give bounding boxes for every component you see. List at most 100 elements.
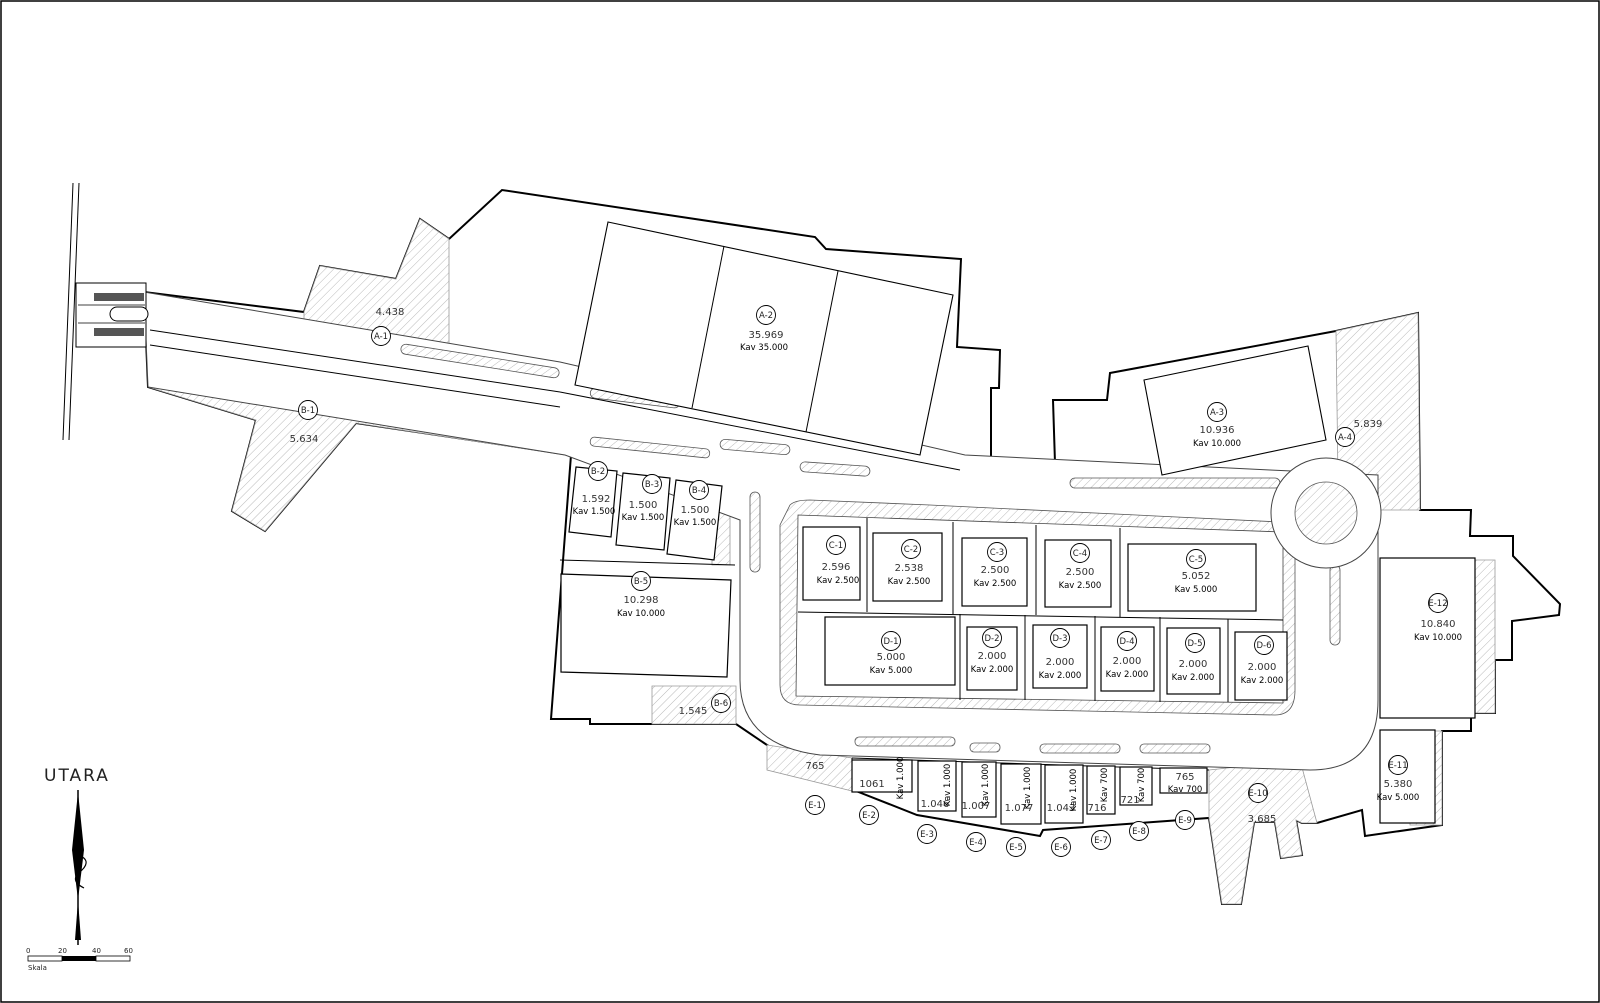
lot-id-circle [826,535,846,555]
entrance-gate [75,282,149,348]
lot-area: 765 [805,761,824,772]
access-road-lines [149,329,961,471]
lot-id: B-5 [634,577,648,587]
lot-id: D-4 [1119,637,1134,647]
lot-id-circle [711,693,731,713]
lot-id-circle [689,480,709,500]
lot-id: E-4 [969,838,983,848]
lot-id-circle [917,824,937,844]
lot-id: E-9 [1178,816,1192,826]
lot-id-circle [987,542,1007,562]
lot-id-circle [1117,631,1137,651]
lot-id: B-1 [301,406,315,416]
lot-kav: Kav 1.000 [981,764,991,807]
lot-area: 2.596 [822,562,851,573]
lot-kav: Kav 2.000 [1172,673,1215,683]
lot-id: C-1 [829,541,843,551]
lot-id-circle [642,474,662,494]
lot-area: 5.380 [1384,779,1413,790]
lot-id-circle [1175,810,1195,830]
lot-id-circle [1388,755,1408,775]
lot-id: A-3 [1210,408,1224,418]
lot-kav: Kav 2.500 [974,579,1017,589]
lot-area: 5.000 [877,652,906,663]
lot-id-circle [371,326,391,346]
lot-kav: Kav 700 [1168,785,1203,795]
hatched-area-e10 [1208,759,1318,905]
lot-kav: Kav 1.000 [896,757,906,800]
scale-tick-60: 60 [124,947,133,955]
lot-id-circle [859,805,879,825]
lot-a2-outline [574,221,954,456]
lot-id: E-7 [1094,836,1108,846]
scale-tick-0: 0 [26,947,30,955]
lot-id: B-3 [645,480,659,490]
lot-id: D-6 [1256,641,1271,651]
lot-id-circle [1129,821,1149,841]
lot-area: 1.545 [679,706,708,717]
lot-id: A-1 [374,332,388,342]
lot-area: 1.592 [582,494,611,505]
lot-area: 721 [1120,795,1139,806]
lot-id: E-10 [1248,789,1267,799]
lot-e1: E-1 765 [805,761,825,815]
lot-id-circle [881,631,901,651]
lot-id: E-3 [920,830,934,840]
lot-id-circle [1006,837,1026,857]
lot-id: B-4 [692,486,706,496]
lot-id: D-2 [984,634,999,644]
lot-id-circle [982,628,1002,648]
lot-b6: B-6 1.545 [679,693,731,717]
lot-id-circle [1091,830,1111,850]
lot-id: B-6 [714,699,728,709]
lot-id: E-8 [1132,827,1146,837]
lot-area: 2.000 [1046,657,1075,668]
lot-id-circle [1185,633,1205,653]
lot-a1: A-14.438 [371,307,404,346]
lot-a2-divider [691,245,725,409]
lot-area: 2.538 [895,563,924,574]
lot-id: D-3 [1052,634,1067,644]
lot-id-circle [298,400,318,420]
lot-area: 10.936 [1200,425,1235,436]
lot-a3-outline [1143,345,1327,476]
lot-id-circle [631,571,651,591]
lot-id: E-11 [1388,761,1407,771]
lot-area: 716 [1087,803,1106,814]
lot-area: 5.634 [290,434,319,445]
lot-id-circle [588,461,608,481]
lot-kav: Kav 1.500 [674,518,717,528]
lot-kav: Kav 2.500 [817,576,860,586]
lot-kav: Kav 700 [1100,768,1110,803]
lot-id: A-4 [1338,433,1352,443]
lot-kav: Kav 2.500 [1059,581,1102,591]
lot-kav: Kav 2.000 [971,665,1014,675]
lot-kav: Kav 2.000 [1106,670,1149,680]
external-road [62,182,80,441]
lot-id-circle [1254,635,1274,655]
lot-e10: E-103.685 [1248,783,1276,825]
lot-id: E-1 [808,801,822,811]
lot-kav: Kav 700 [1137,768,1147,803]
lot-id: D-1 [883,637,898,647]
lot-area: 1.500 [629,500,658,511]
north-arrow: UTARA [44,766,108,945]
lot-id: C-3 [990,548,1004,558]
lot-kav: Kav 1.000 [1069,769,1079,812]
lot-area: 35.969 [749,330,784,341]
lot-area: 2.000 [1248,662,1277,673]
